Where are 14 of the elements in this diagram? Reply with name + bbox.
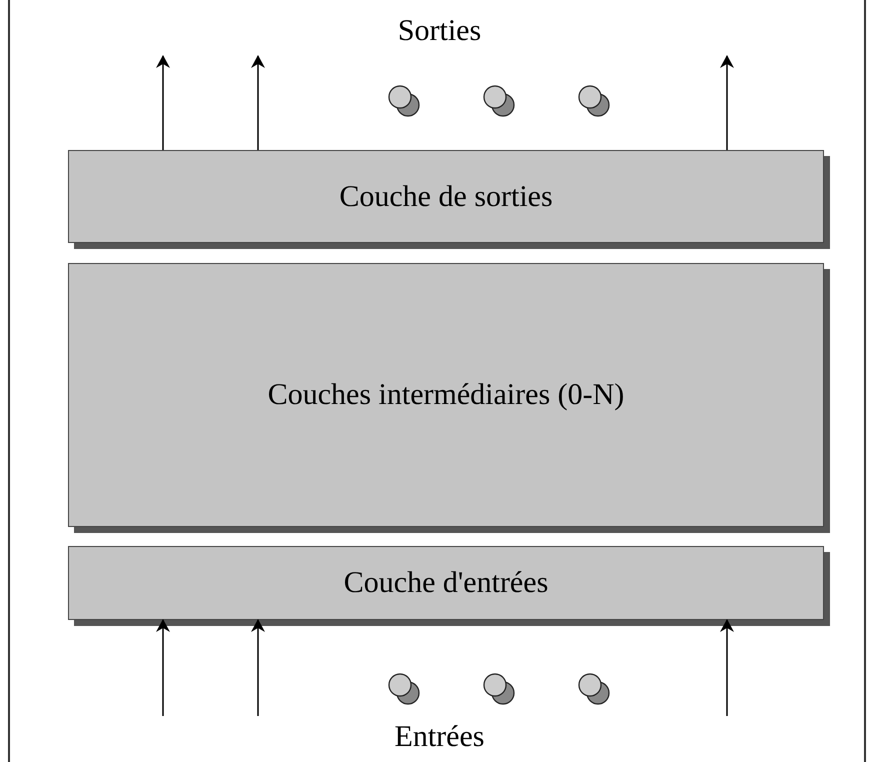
layer-box (68, 263, 824, 527)
layer-label: Couche d'entrées (344, 565, 548, 602)
arrow (251, 55, 265, 150)
layer-label: Couches intermédiaires (0-N) (268, 377, 624, 414)
arrow (156, 619, 170, 716)
arrow (251, 619, 265, 716)
io-label: Entrées (394, 719, 484, 755)
layer-label: Couche de sorties (339, 178, 553, 215)
arrow (156, 55, 170, 150)
arrow (720, 619, 734, 716)
layer-box (68, 150, 824, 243)
io-label: Sorties (398, 13, 482, 49)
arrow (720, 55, 734, 150)
layer-box (68, 546, 824, 620)
